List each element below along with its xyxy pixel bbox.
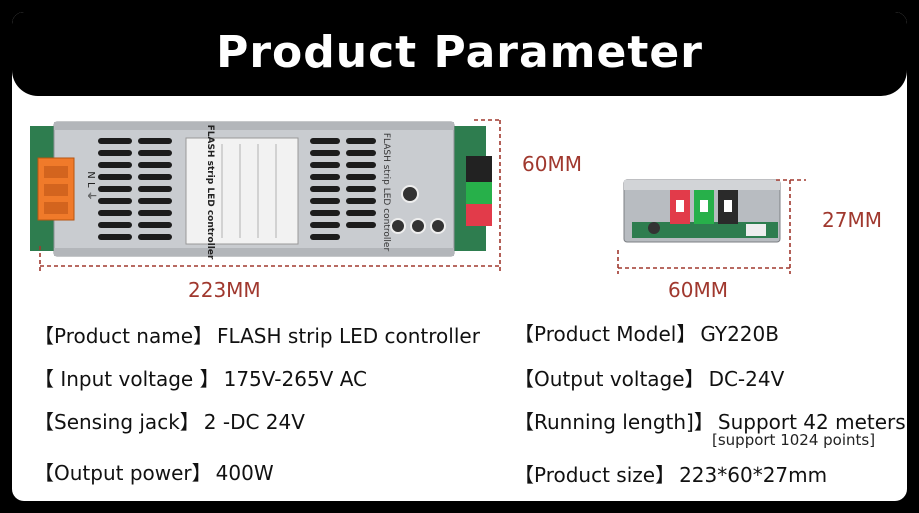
dimension-height-long: 60MM — [522, 152, 582, 176]
device-vertical-text: FLASH strip LED controller — [381, 133, 391, 252]
spec-product-name: 【Product name】FLASH strip LED controller — [34, 324, 480, 348]
header-bar: Product Parameter — [12, 12, 907, 96]
page-title: Product Parameter — [216, 26, 703, 78]
device-label-text: FLASH strip LED controller — [205, 125, 215, 260]
spec-running-length: 【Running length]】Support 42 meters — [514, 410, 906, 434]
spec-output-voltage: 【Output voltage】DC-24V — [514, 367, 785, 391]
dimension-height-short: 27MM — [822, 208, 882, 232]
spec-running-length-note: [support 1024 points] — [712, 431, 876, 449]
terminal-label: N L ⏚ — [85, 171, 97, 200]
dimension-length-long: 223MM — [188, 278, 261, 302]
spec-input-voltage: 【 Input voltage 】175V-265V AC — [34, 367, 368, 391]
controller-side-image — [617, 179, 806, 274]
controller-front-image: FLASH strip LED controller N L ⏚ FLASH s… — [30, 119, 501, 274]
spec-output-power: 【Output power】400W — [34, 461, 274, 485]
product-panel: Product Parameter — [12, 12, 907, 501]
spec-product-model: 【Product Model】GY220B — [514, 322, 779, 346]
spec-sensing-jack: 【Sensing jack】2 -DC 24V — [34, 410, 305, 434]
spec-product-size: 【Product size】223*60*27mm — [514, 463, 828, 487]
dimension-width-short: 60MM — [668, 278, 728, 302]
